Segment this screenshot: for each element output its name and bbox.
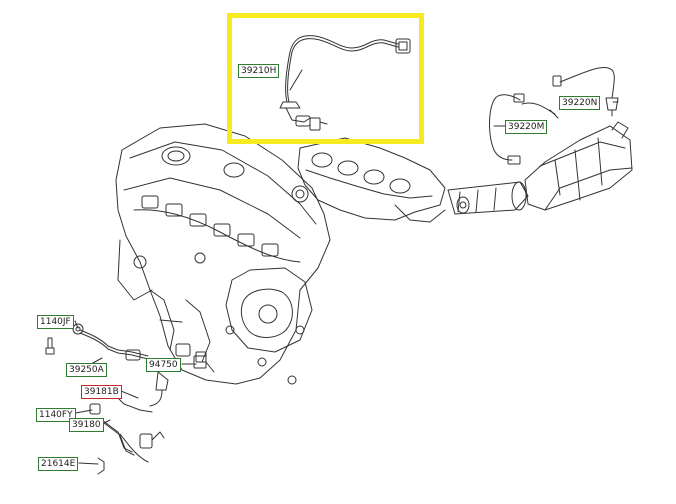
part-label-39181b[interactable]: 39181B: [81, 385, 122, 399]
catalytic-converter: [524, 121, 633, 211]
part-label-1140jf[interactable]: 1140JF: [37, 315, 74, 329]
part-label-1140fy[interactable]: 1140FY: [36, 408, 76, 422]
rear-oxygen-sensor-harness[interactable]: [489, 93, 559, 165]
part-label-39220n[interactable]: 39220N: [559, 96, 601, 110]
part-label-39180[interactable]: 39180: [69, 418, 104, 432]
exhaust-manifold: [297, 137, 470, 223]
part-label-39220m[interactable]: 39220M: [505, 120, 548, 134]
part-label-39210h[interactable]: 39210H: [238, 64, 280, 78]
highlight-box: [227, 13, 424, 144]
engine-block: [115, 123, 331, 385]
upper-oxygen-sensor[interactable]: [279, 35, 411, 131]
rear-oxygen-sensor-upper[interactable]: [552, 67, 619, 117]
exhaust-front-pipe: [447, 181, 529, 215]
lower-oxygen-sensor-assembly[interactable]: [45, 323, 207, 475]
part-label-21614e[interactable]: 21614E: [38, 457, 79, 471]
part-label-39250a[interactable]: 39250A: [66, 363, 107, 377]
part-label-94750[interactable]: 94750: [146, 358, 181, 372]
